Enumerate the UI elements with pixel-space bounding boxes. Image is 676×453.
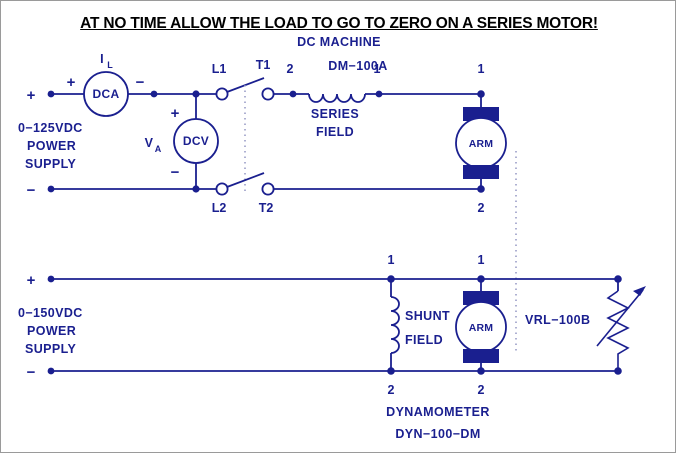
upper-armature-top-brush — [463, 107, 499, 121]
load-resistor-label: VRL−100B — [525, 313, 590, 327]
switch-label-l2: L2 — [212, 201, 227, 215]
series-field-label-line2: FIELD — [316, 125, 354, 139]
lower-supply-label-line2: POWER — [27, 324, 76, 338]
page-title: AT NO TIME ALLOW THE LOAD TO GO TO ZERO … — [80, 15, 598, 32]
switch-contact-t1[interactable] — [261, 87, 275, 101]
shunt-field-terminal-1: 1 — [388, 253, 395, 267]
switch-contact-l2[interactable] — [215, 182, 229, 196]
shunt-field-label-line2: FIELD — [405, 333, 443, 347]
voltmeter-plus-sign: + — [171, 105, 180, 122]
upper-armature-label: ARM — [469, 138, 494, 150]
lower-armature-label: ARM — [469, 322, 494, 334]
dc-machine-heading: DC MACHINE — [297, 35, 381, 49]
series-field-terminal-1: 1 — [374, 62, 381, 76]
series-field-terminal-2: 2 — [287, 62, 294, 76]
voltmeter-minus-sign: − — [171, 164, 180, 181]
series-field-coil — [308, 93, 366, 103]
lower-supply-minus-sign: − — [27, 364, 36, 381]
switch-contact-l1[interactable] — [215, 87, 229, 101]
lower-armature-top-brush — [463, 291, 499, 305]
upper-supply-label-line3: SUPPLY — [25, 157, 77, 171]
line-current-symbol: I — [100, 52, 104, 66]
switch-label-t2: T2 — [259, 201, 274, 215]
switch-label-t1: T1 — [256, 58, 271, 72]
upper-supply-label-line1: 0−125VDC — [18, 121, 83, 135]
series-field-right-node — [375, 90, 383, 98]
lower-armature-terminal-2: 2 — [478, 383, 485, 397]
ammeter-plus-sign: + — [67, 74, 76, 91]
lower-armature-bottom-brush — [463, 349, 499, 363]
dynamometer-name: DYNAMOMETER — [386, 405, 490, 419]
switch-blade-bottom[interactable] — [226, 172, 265, 188]
switch-contact-t2[interactable] — [261, 182, 275, 196]
armature-voltage-subscript: A — [155, 144, 162, 154]
shunt-field-terminal-2: 2 — [388, 383, 395, 397]
upper-armature-terminal-2: 2 — [478, 201, 485, 215]
upper-supply-minus-sign: − — [27, 182, 36, 199]
shunt-field-label-line1: SHUNT — [405, 309, 450, 323]
load-resistor-adjust-arrow[interactable] — [596, 289, 644, 347]
dynamometer-model: DYN−100−DM — [395, 427, 480, 441]
upper-supply-plus-sign: + — [27, 87, 36, 104]
lower-supply-label-line1: 0−150VDC — [18, 306, 83, 320]
upper-node-a — [150, 90, 158, 98]
series-field-label-line1: SERIES — [311, 107, 359, 121]
load-resistor-zigzag — [606, 290, 630, 371]
shunt-field-coil — [390, 296, 400, 354]
voltmeter-tap-bottom-node — [192, 185, 200, 193]
lower-supply-label-line3: SUPPLY — [25, 342, 77, 356]
dc-machine-model: DM−100A — [328, 59, 387, 73]
ammeter-minus-sign: − — [136, 74, 145, 91]
upper-supply-label-line2: POWER — [27, 139, 76, 153]
lower-armature-terminal-1: 1 — [478, 253, 485, 267]
line-current-subscript: L — [107, 60, 113, 70]
lower-supply-plus-sign: + — [27, 272, 36, 289]
dc-voltmeter-label: DCV — [183, 134, 209, 148]
switch-label-l1: L1 — [212, 62, 227, 76]
upper-armature-terminal-1: 1 — [478, 62, 485, 76]
series-field-left-node — [289, 90, 297, 98]
upper-armature-bottom-brush — [463, 165, 499, 179]
load-resistor-arrow-head — [633, 286, 646, 296]
dc-ammeter-label: DCA — [93, 87, 120, 101]
armature-voltage-symbol: V — [145, 136, 154, 150]
